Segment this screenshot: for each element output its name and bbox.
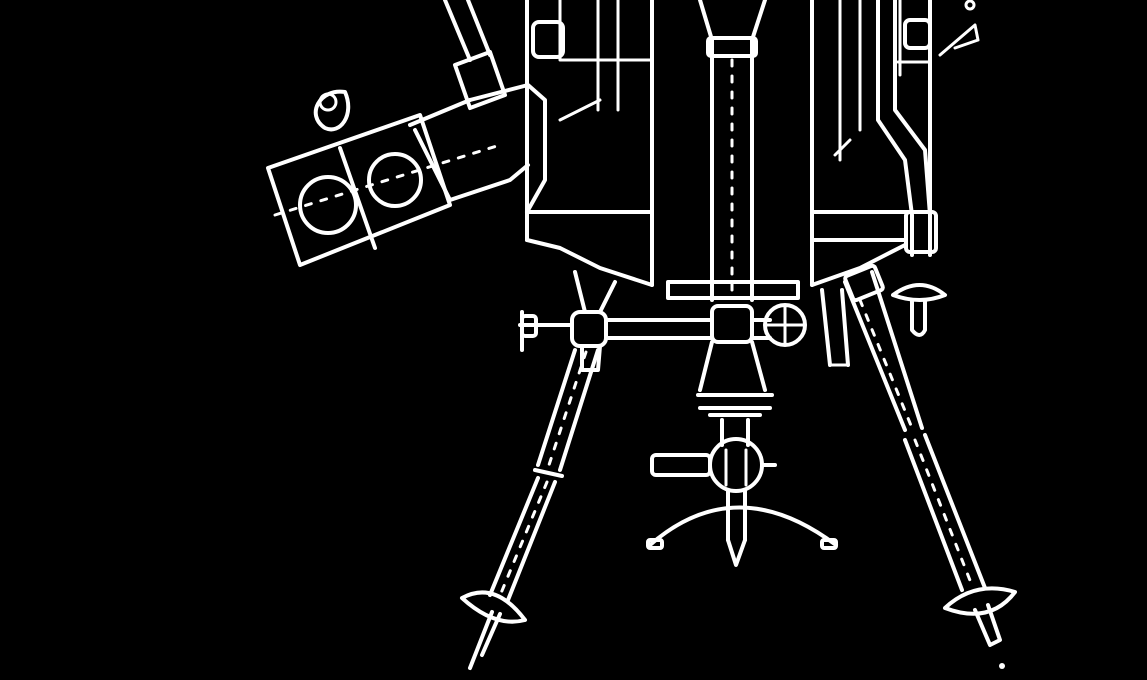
body-cylinder	[525, 0, 932, 287]
upper-fittings	[531, 0, 980, 122]
side-pipe	[876, 0, 947, 337]
center-shaft	[666, 0, 800, 302]
tripod-feet	[460, 586, 1017, 670]
tripod-head	[518, 270, 807, 372]
tripod-leg-right	[843, 263, 987, 592]
tripod-leg-rear	[820, 288, 850, 367]
tripod-leg-left	[488, 348, 600, 602]
eyepiece-housing	[266, 0, 547, 267]
lower-clamp-assembly	[646, 340, 838, 567]
